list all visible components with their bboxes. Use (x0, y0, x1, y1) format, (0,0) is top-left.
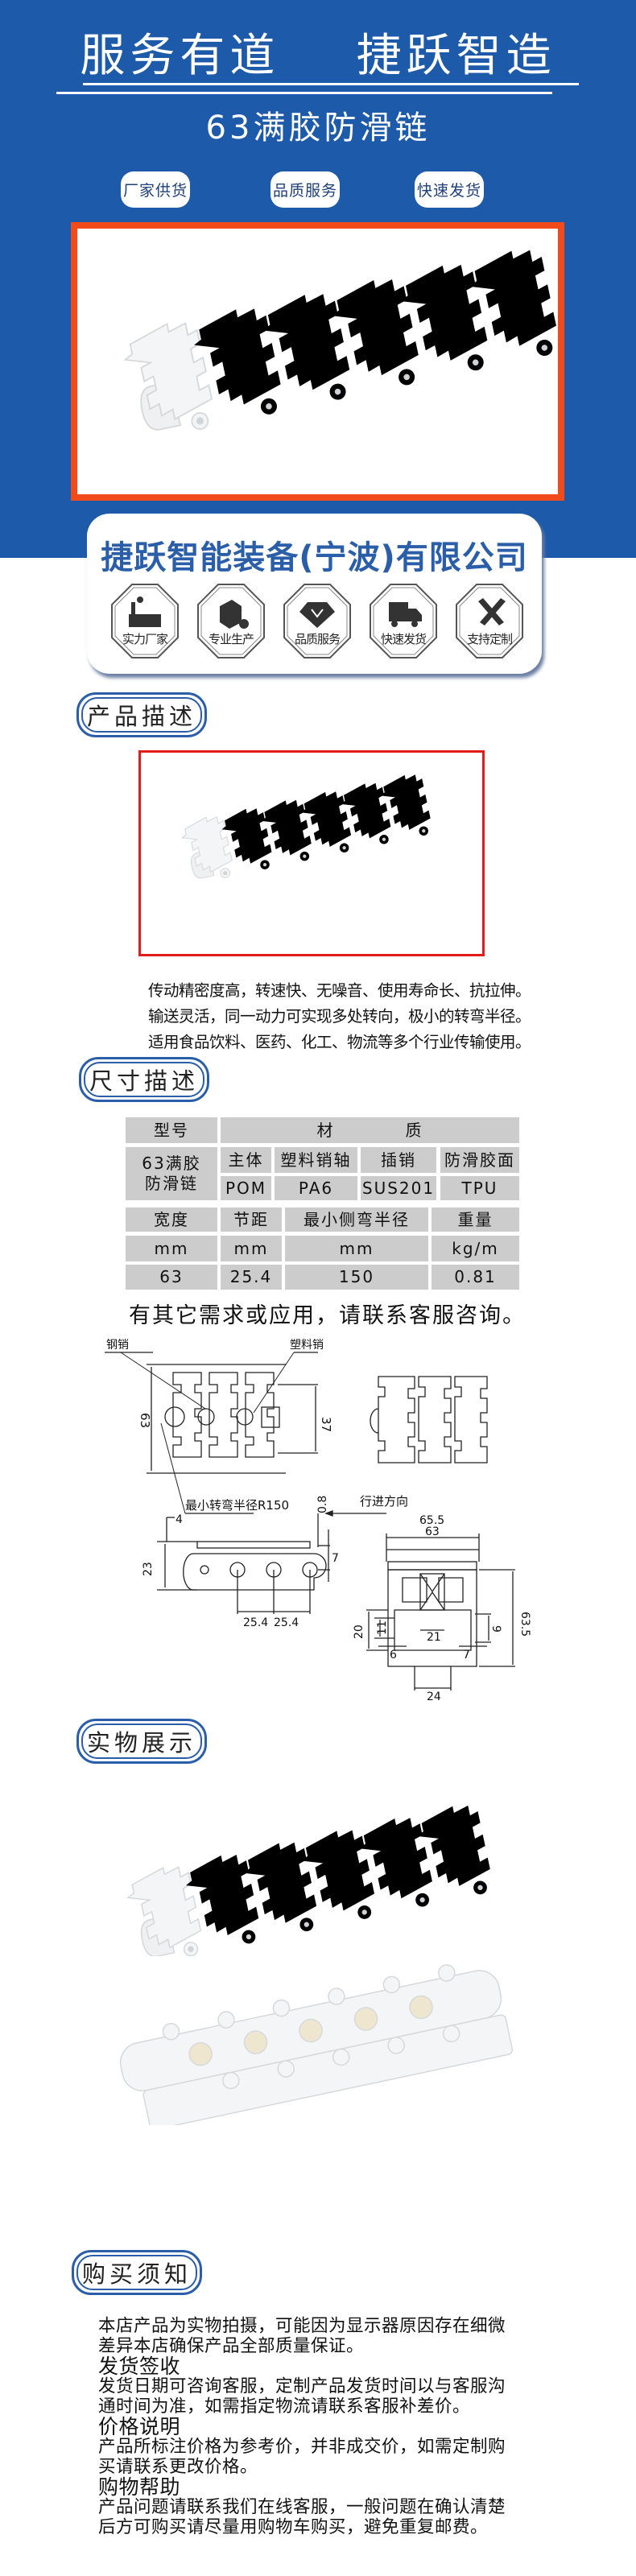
header-model: 型号 (126, 1117, 217, 1143)
dim-label: 9 (489, 1625, 502, 1633)
feature-label: 快速发货 (380, 632, 427, 646)
notice-price: 买请联系更改价格。 (98, 2457, 258, 2477)
dim-unit: kg/m (432, 1236, 519, 1261)
pencil-ruler-icon (456, 584, 523, 658)
feature-customization: 支持定制 (454, 582, 525, 660)
notice-help: 后方可购买请尽量用购物车购买，避免重复邮费。 (98, 2517, 489, 2537)
main-product-image (71, 222, 564, 501)
dim-value: 150 (285, 1265, 428, 1290)
dim-label: 21 (427, 1631, 441, 1644)
chain-photo (118, 244, 563, 443)
dim-label: 37 (319, 1417, 333, 1432)
divider-line (56, 92, 552, 94)
material-value: POM (221, 1176, 271, 1200)
notice-shipping-title: 发货签收 (98, 2355, 181, 2378)
material-value: SUS201 (361, 1176, 436, 1200)
description-line: 传动精密度高，转速快、无噪音、使用寿命长、抗拉伸。 (148, 981, 531, 1000)
chain-photo (178, 771, 435, 886)
truck-icon (370, 584, 437, 658)
dim-label: 6 (390, 1649, 397, 1662)
dim-label: 0.8 (316, 1496, 329, 1513)
material-value: PA6 (275, 1176, 357, 1200)
section-title: 实物展示 (86, 1729, 196, 1757)
description-line: 输送灵活，同一动力可实现多处转向，极小的转弯半径。 (148, 1007, 531, 1026)
dim-header: 宽度 (126, 1208, 217, 1232)
badge-fast-delivery: 快速发货 (415, 171, 484, 208)
dim-unit: mm (221, 1236, 282, 1261)
section-title: 购买须知 (81, 2260, 192, 2288)
divider-line (83, 83, 579, 85)
notice-price-title: 价格说明 (98, 2415, 181, 2438)
header-material: 材 质 (221, 1117, 519, 1143)
dim-label: 25.4 (274, 1616, 299, 1629)
section-title: 尺寸描述 (89, 1067, 199, 1095)
dim-unit: mm (126, 1236, 217, 1261)
dim-unit: mm (285, 1236, 428, 1261)
feature-label: 专业生产 (208, 632, 254, 646)
material-part: 防滑胶面 (440, 1147, 519, 1173)
model-name: 63满胶 防滑链 (126, 1147, 217, 1200)
dim-value: 63 (126, 1265, 217, 1290)
label-min-radius: 最小转弯半径R150 (185, 1498, 289, 1513)
label-steel-pin: 钢销 (106, 1339, 129, 1352)
notice-shipping: 通时间为准，如需指定物流请联系客服补差价。 (98, 2396, 471, 2417)
dim-label: 20 (353, 1624, 365, 1639)
label-plastic-pin: 塑料销 (290, 1339, 324, 1352)
showcase-photo-top (122, 1800, 496, 1956)
feature-label: 实力厂家 (122, 632, 168, 646)
dim-label: 11 (376, 1620, 389, 1635)
dim-value: 25.4 (221, 1265, 282, 1290)
dim-label: 65.5 (419, 1514, 444, 1527)
description-product-image (138, 750, 485, 956)
material-part: 塑料销轴 (275, 1147, 357, 1173)
section-tag-dimensions: 尺寸描述 (79, 1057, 209, 1102)
company-name: 捷跃智能装备(宁波)有限公司 (101, 539, 528, 576)
notice-intro: 本店产品为实物拍摄，可能因为显示器原因存在细微 (98, 2316, 506, 2336)
dim-label: 25.4 (243, 1616, 268, 1629)
dim-value: 0.81 (432, 1265, 519, 1290)
section-tag-showcase: 实物展示 (76, 1719, 207, 1764)
description-line: 适用食品饮料、医药、化工、物流等多个行业传输使用。 (148, 1033, 531, 1051)
dim-label: 7 (332, 1552, 339, 1565)
feature-label: 品质服务 (294, 632, 341, 646)
notice-help: 产品问题请联系我们在线客服，一般问题在确认清楚 (98, 2497, 506, 2517)
feature-quality-service: 品质服务 (282, 582, 353, 660)
feature-fast-delivery: 快速发货 (368, 582, 439, 660)
notice-price: 产品所标注价格为参考价，并非成交价，如需定制购 (98, 2437, 506, 2457)
material-part: 主体 (221, 1147, 271, 1173)
contact-note: 有其它需求或应用，请联系客服咨询。 (129, 1303, 526, 1328)
section-tag-notice: 购买须知 (72, 2250, 202, 2295)
feature-professional-production: 专业生产 (196, 582, 266, 660)
dim-label: 24 (427, 1690, 441, 1703)
notice-help-title: 购物帮助 (98, 2475, 181, 2499)
dim-label: 63.5 (518, 1612, 531, 1637)
product-title: 63满胶防滑链 (205, 109, 431, 147)
dim-label: 63 (425, 1525, 440, 1538)
material-value: TPU (440, 1176, 519, 1200)
dim-header: 最小侧弯半径 (285, 1208, 428, 1232)
dim-header: 节距 (221, 1208, 282, 1232)
technical-drawing: 钢销 塑料销 最小转弯半径R150 行进方向 63 37 65.5 63 4 0… (105, 1339, 531, 1703)
section-tag-description: 产品描述 (76, 692, 207, 737)
section-title: 产品描述 (86, 703, 196, 730)
dim-label: 23 (142, 1562, 155, 1576)
notice-intro: 差异本店确保产品全部质量保证。 (98, 2336, 365, 2356)
label-direction: 行进方向 (360, 1494, 408, 1509)
material-part: 插销 (361, 1147, 436, 1173)
badge-quality-service: 品质服务 (271, 171, 340, 208)
dim-header: 重量 (432, 1208, 519, 1232)
dim-label: 63 (138, 1413, 152, 1428)
badge-factory-supply: 厂家供货 (121, 171, 190, 208)
diamond-icon (283, 584, 351, 658)
factory-icon (111, 584, 179, 658)
dim-label: 4 (176, 1513, 183, 1526)
slogan: 服务有道 捷跃智造 (80, 30, 556, 82)
dim-label: 7 (463, 1649, 470, 1662)
notice-shipping: 发货日期可咨询客服，定制产品发货时间以与客服沟 (98, 2376, 506, 2396)
company-card: 捷跃智能装备(宁波)有限公司 实力厂家 专业生产 品质服务 快速发货 支持定制 (87, 514, 542, 674)
feature-strong-factory: 实力厂家 (109, 582, 180, 660)
box-gear-icon (197, 584, 265, 658)
showcase-photo-bottom (119, 1964, 514, 2125)
feature-label: 支持定制 (466, 632, 513, 646)
